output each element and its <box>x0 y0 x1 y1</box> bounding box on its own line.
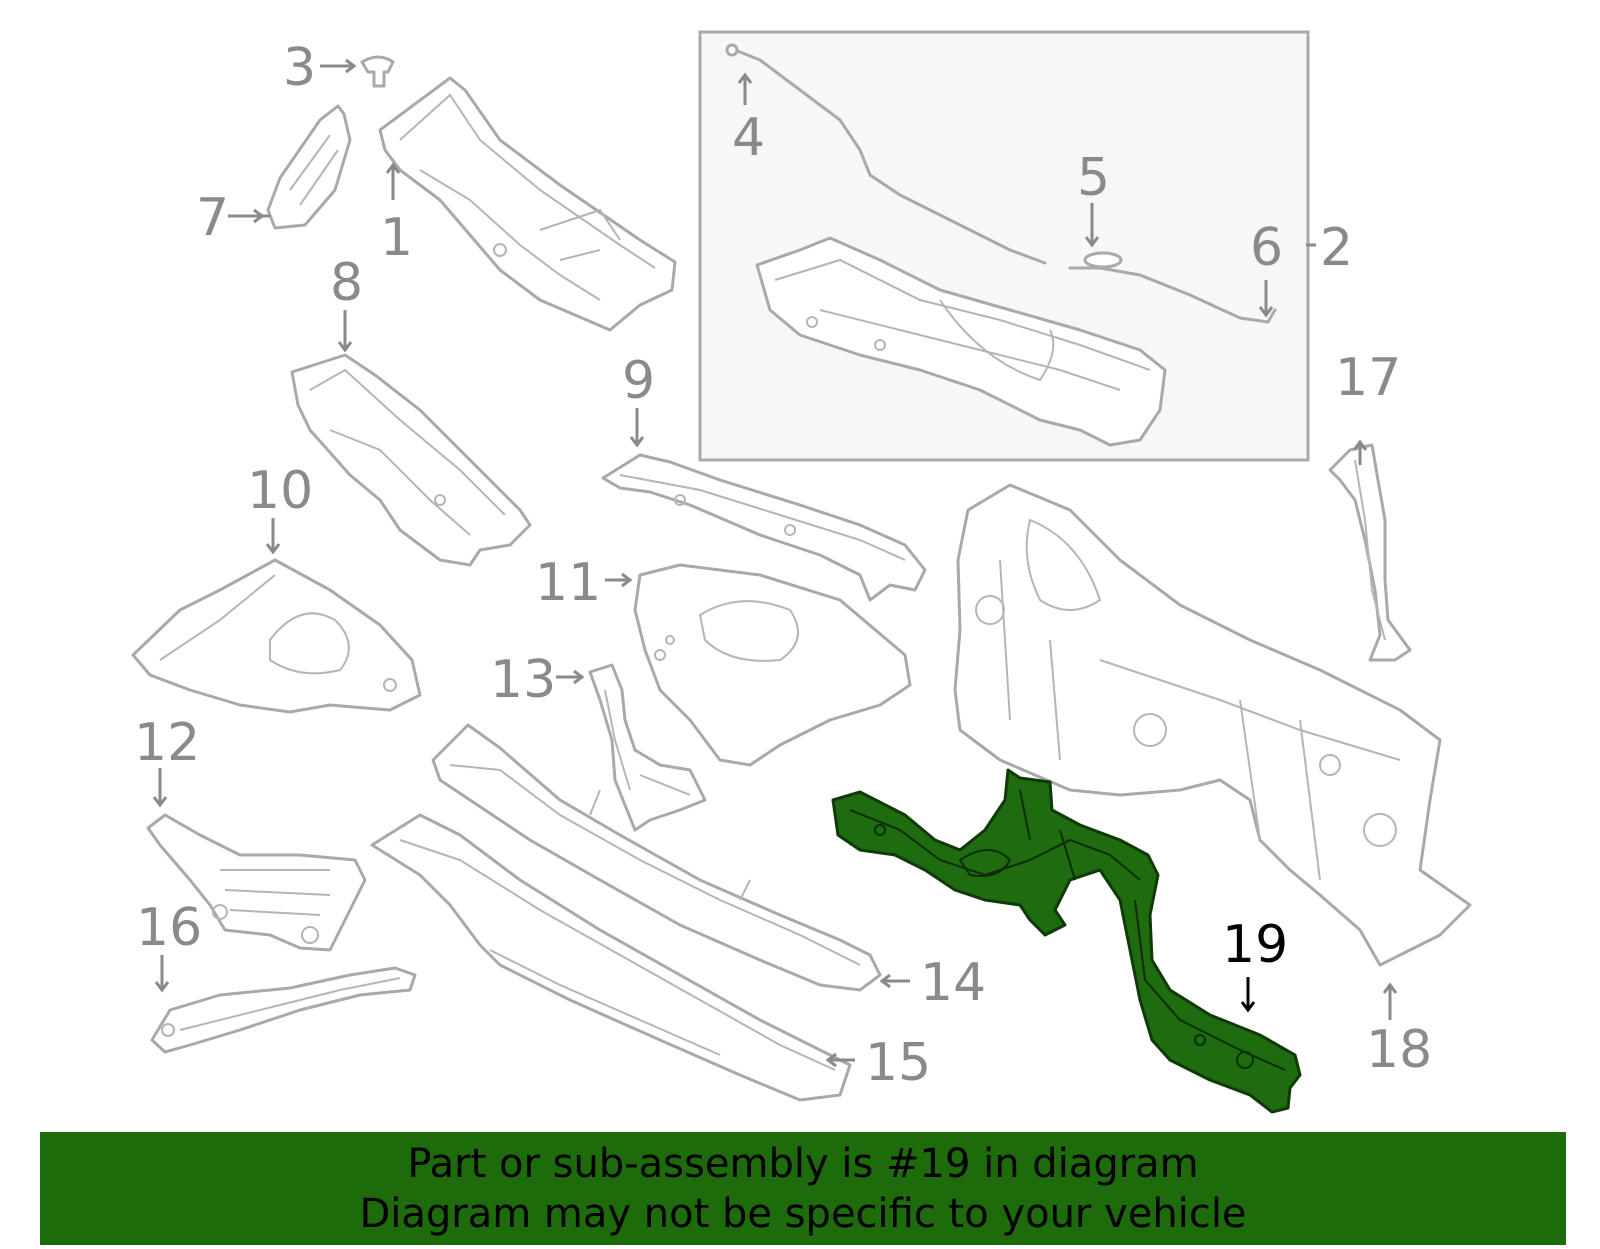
part-13-bracket[interactable] <box>588 663 707 832</box>
callout-labels: 3 7 1 4 5 6 2 8 9 10 11 13 12 16 14 15 1… <box>134 38 1432 1093</box>
part-5-connector[interactable] <box>1083 251 1123 269</box>
part-1-cowl-panel[interactable] <box>378 76 677 332</box>
callout-6: 6 <box>1250 218 1283 278</box>
callout-5: 5 <box>1077 148 1110 208</box>
part-10-insulator[interactable] <box>131 558 422 714</box>
callout-4: 4 <box>732 108 765 168</box>
part-16-rail[interactable] <box>150 966 417 1054</box>
part-3-clip[interactable] <box>360 55 395 88</box>
callout-17: 17 <box>1335 348 1401 408</box>
part-2-cowl-panel[interactable] <box>755 236 1167 447</box>
part-19-highlighted[interactable] <box>831 768 1302 1114</box>
part-17-bracket[interactable] <box>1328 443 1412 662</box>
callout-7: 7 <box>196 188 229 248</box>
info-banner: Part or sub-assembly is #19 in diagram D… <box>40 1132 1566 1245</box>
part-12-bracket[interactable] <box>146 813 367 952</box>
part-4-hose[interactable] <box>725 43 1047 265</box>
part-9-reinforcement[interactable] <box>601 453 927 602</box>
callout-8: 8 <box>330 253 363 313</box>
callout-12: 12 <box>134 713 200 773</box>
callout-15: 15 <box>865 1033 931 1093</box>
part-11-insulator[interactable] <box>633 563 912 767</box>
parts-diagram: 3 7 1 4 5 6 2 8 9 10 11 13 12 16 14 15 1… <box>131 30 1472 1114</box>
part-14-cross-member[interactable] <box>431 723 882 992</box>
callout-18: 18 <box>1366 1020 1432 1080</box>
callout-13: 13 <box>490 650 556 710</box>
part-8-cowl-inner[interactable] <box>290 353 532 567</box>
part-7-bracket[interactable] <box>266 104 352 230</box>
part-6-hose[interactable] <box>1068 266 1277 324</box>
callout-19: 19 <box>1222 915 1288 975</box>
part-15-lower-member[interactable] <box>370 813 852 1102</box>
callout-3: 3 <box>283 38 316 98</box>
callout-14: 14 <box>920 953 986 1013</box>
part-18-dash-panel[interactable] <box>953 483 1472 967</box>
callout-1: 1 <box>380 208 413 268</box>
banner-line-2: Diagram may not be specific to your vehi… <box>359 1190 1247 1237</box>
callout-2: 2 <box>1320 218 1353 278</box>
banner-line-1: Part or sub-assembly is #19 in diagram <box>407 1140 1199 1187</box>
callout-16: 16 <box>136 898 202 958</box>
leader-lines <box>152 58 1398 1068</box>
callout-9: 9 <box>622 351 655 411</box>
callout-11: 11 <box>535 553 601 613</box>
callout-10: 10 <box>247 461 313 521</box>
